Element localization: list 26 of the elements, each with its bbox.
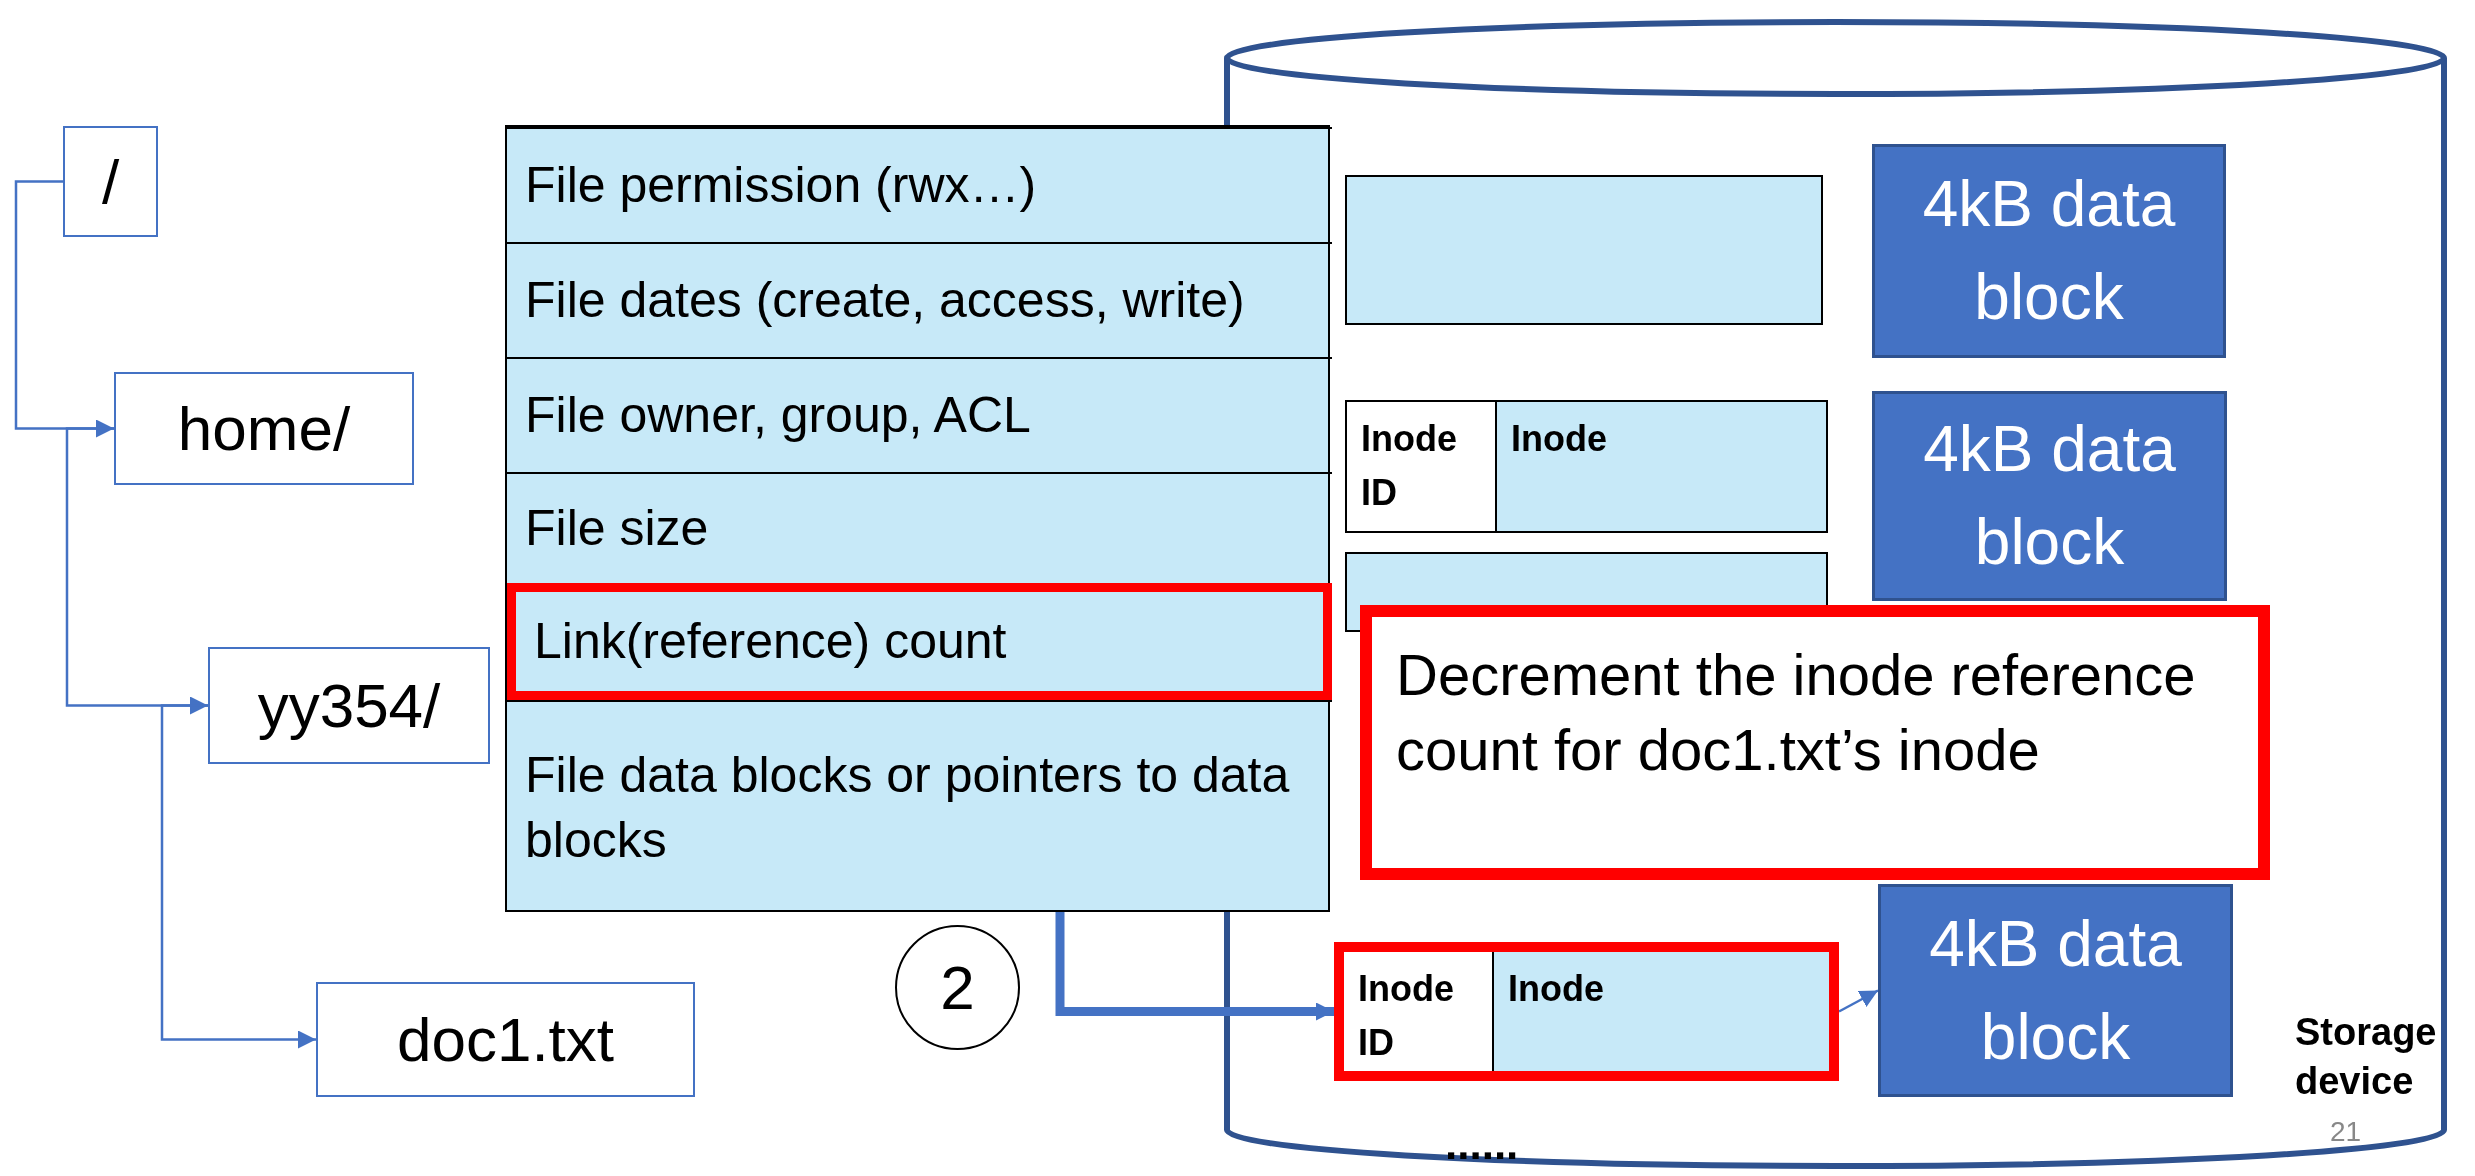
table-row: Link(reference) count — [507, 583, 1332, 700]
inode-id-cell: Inode ID — [1344, 952, 1494, 1071]
folder-box: home/ — [114, 372, 414, 485]
file-box: doc1.txt — [316, 982, 695, 1097]
inode-record — [1345, 175, 1823, 325]
inode-id-cell: Inode ID — [1347, 402, 1497, 531]
inode-table — [505, 125, 1330, 912]
folder-box: yy354/ — [208, 647, 490, 764]
step-number-circle: 2 — [895, 925, 1020, 1050]
arrow — [1055, 912, 1334, 1021]
data-block: 4kB data block — [1872, 144, 2226, 358]
data-block: 4kB data block — [1878, 884, 2233, 1097]
table-row: File dates (create, access, write) — [507, 242, 1332, 357]
data-block: 4kB data block — [1872, 391, 2227, 601]
folder-box: / — [63, 126, 158, 237]
page-number: 21 — [2330, 1118, 2362, 1146]
note-tooltip: Decrement the inode reference count for doc1.txt’s inode — [1360, 605, 2270, 880]
arrow — [160, 704, 316, 1049]
table-row: File owner, group, ACL — [507, 357, 1332, 472]
table-row: File data blocks or pointers to data blocks — [507, 700, 1332, 914]
device-label: Storage device — [2295, 1010, 2438, 1105]
table-row: File permission (rwx…) — [507, 127, 1332, 242]
inode-record — [1334, 942, 1839, 1081]
arrow — [1838, 989, 1879, 1013]
ellipsis-text: ...... — [1445, 1122, 1519, 1166]
inode-record — [1345, 400, 1828, 533]
